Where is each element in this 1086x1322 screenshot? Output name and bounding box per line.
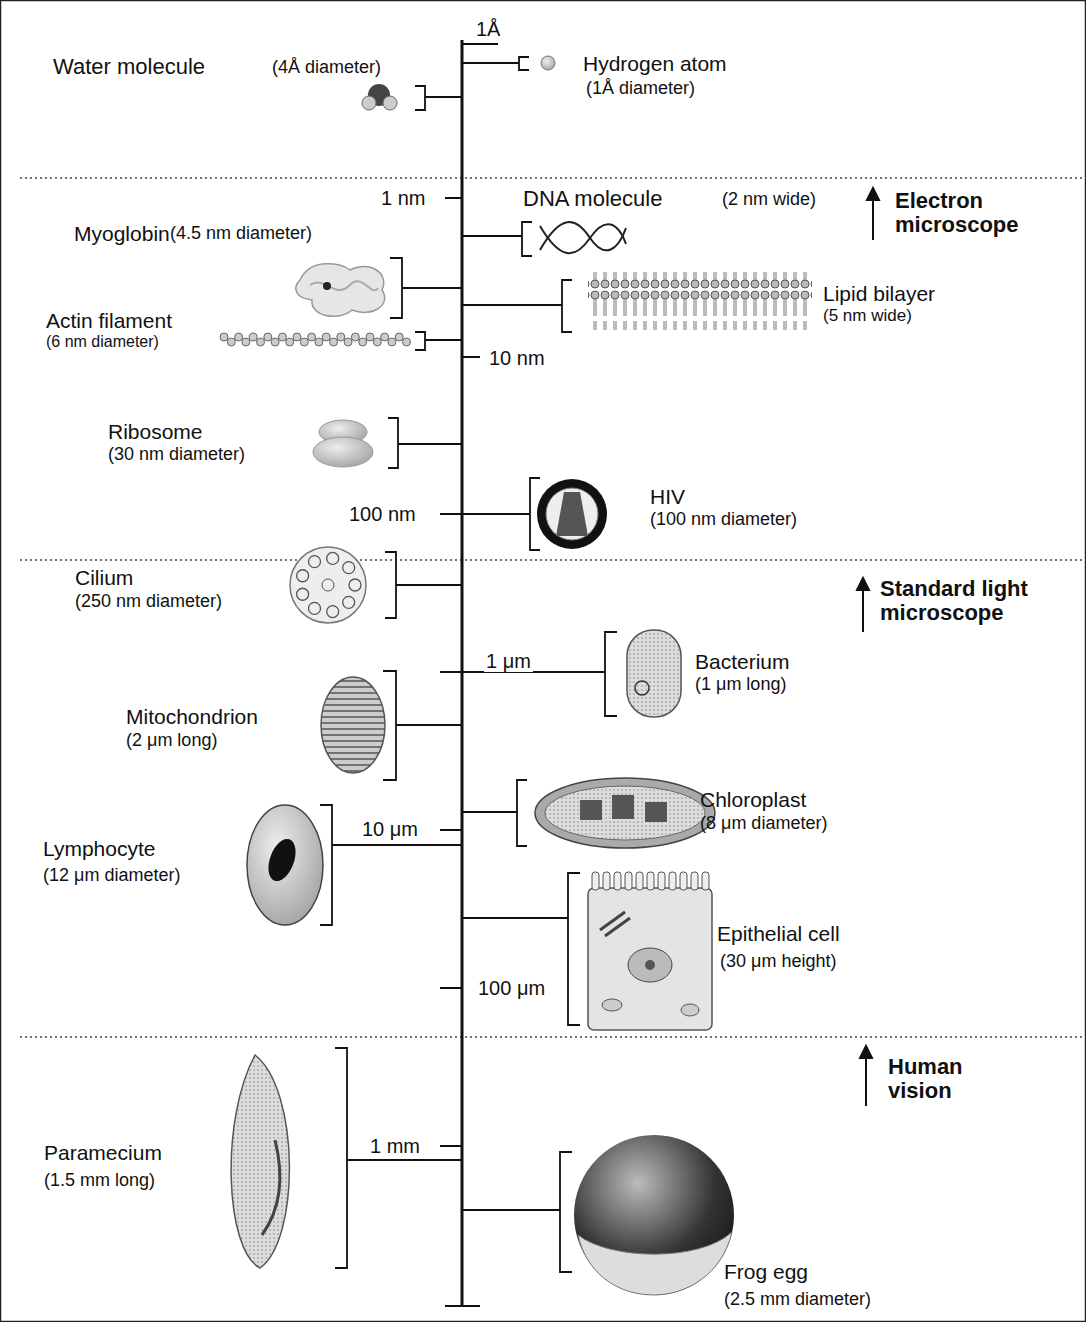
scale-axis [440,40,498,1306]
section-label: Human [888,1055,963,1079]
section-label: microscope [895,213,1019,237]
structure-name: Chloroplast [700,788,806,811]
hydrogen-atom [541,56,555,70]
cilium [290,547,366,623]
section-label: Standard light [880,577,1028,601]
tick-label: 10 nm [487,347,547,369]
tick-label: 1 μm [484,650,533,672]
structure-name: Ribosome [108,420,203,443]
tick-label: 1 mm [370,1135,420,1157]
dimension: (4.5 nm diameter) [170,224,312,244]
dimension: (30 μm height) [720,952,836,972]
ribosome [313,420,373,467]
dimension: (2.5 mm diameter) [724,1290,871,1310]
structure-name: DNA molecule [523,187,662,211]
structure-name: Mitochondrion [126,705,258,728]
dimension: (8 μm diameter) [700,814,827,834]
structure-name: Paramecium [44,1141,162,1164]
epithelial-cell [588,872,712,1030]
tick-label: 10 μm [362,818,418,840]
structure-name: Frog egg [724,1260,808,1283]
lymphocyte [247,805,323,925]
section-label: Electron [895,189,983,213]
dimension: (2 nm wide) [722,190,816,210]
hiv [537,479,607,549]
structure-name: Bacterium [695,650,790,673]
dimension: (30 nm diameter) [108,445,245,465]
structure-name: Lipid bilayer [823,282,935,305]
dimension: (1Å diameter) [586,79,695,99]
chloroplast [535,778,715,848]
tick-label: 100 nm [349,503,416,525]
structure-name: Actin filament [46,309,172,332]
dimension: (1 μm long) [695,675,786,695]
water-molecule [362,84,397,110]
dimension: (2 μm long) [126,731,217,751]
dimension: (250 nm diameter) [75,592,222,612]
structure-name: Lymphocyte [43,837,155,860]
dimension: (6 nm diameter) [46,333,159,351]
dimension: (5 nm wide) [823,307,912,326]
dimension: (4Å diameter) [272,58,381,78]
structure-name: HIV [650,485,685,508]
section-arrow [857,188,879,1106]
dna-helix [540,222,626,253]
structure-name: Epithelial cell [717,922,840,945]
dimension: (100 nm diameter) [650,510,797,530]
section-label: vision [888,1079,952,1103]
dimension: (12 μm diameter) [43,866,180,886]
divider [20,178,1086,1037]
bracket-leader [320,57,617,1272]
myoglobin [296,264,385,317]
structure-name: Myoglobin [74,222,170,245]
lipid-bilayer [588,272,812,330]
structure-name: Cilium [75,566,133,589]
paramecium [231,1055,289,1268]
section-label: microscope [880,601,1004,625]
structure-name: Water molecule [53,55,205,79]
dimension: (1.5 mm long) [44,1171,155,1191]
frog-egg [574,1135,734,1295]
bacterium [627,630,681,717]
structure-name: Hydrogen atom [583,52,727,75]
tick-label: 1Å [474,18,502,40]
tick-label: 100 μm [476,977,547,999]
tick-label: 1 nm [381,187,425,209]
actin-filament [220,333,411,346]
mitochondrion [321,677,385,773]
